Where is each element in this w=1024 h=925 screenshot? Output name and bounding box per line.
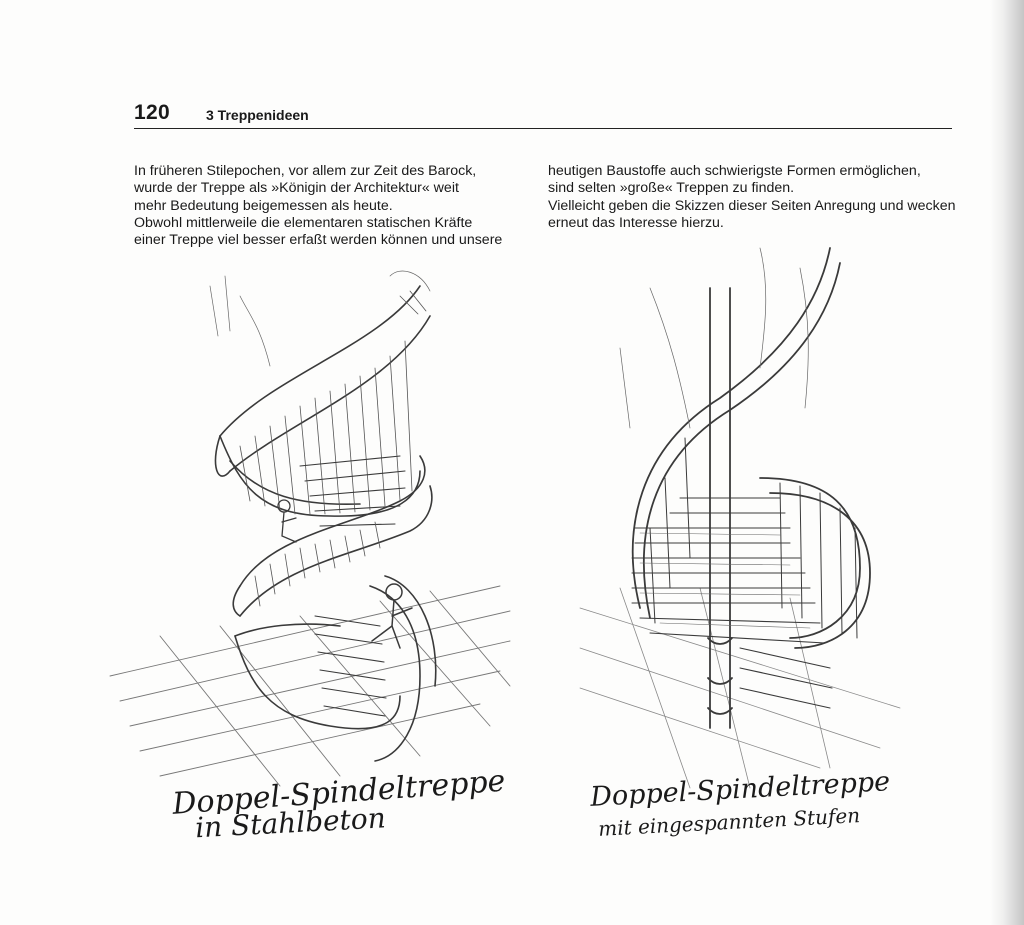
svg-text:mit eingespannten Stufen: mit eingespannten Stufen — [598, 803, 861, 838]
page-header: 120 3 Treppenideen — [134, 100, 952, 130]
page-number: 120 — [134, 101, 170, 124]
svg-text:in Stahlbeton: in Stahlbeton — [194, 801, 386, 840]
upper-band-shading — [239, 290, 427, 515]
caption-left-line2: in Stahlbeton — [194, 801, 386, 840]
caption-right-line1: Doppel-Spindeltreppe — [590, 768, 890, 808]
paragraph-left: In früheren Stilepochen, vor allem zur Z… — [134, 163, 503, 249]
tread-shading — [639, 532, 811, 629]
chapter-title: 3 Treppenideen — [206, 107, 309, 123]
caption-right-line2: mit eingespannten Stufen — [598, 803, 861, 838]
text-column-left: In früheren Stilepochen, vor allem zur Z… — [134, 163, 514, 249]
paragraph-right: heutigen Baustoffe auch schwierigste For… — [548, 163, 956, 231]
upper-stair-band — [214, 285, 431, 517]
floor-grid — [109, 585, 511, 787]
lower-stair-band — [234, 575, 437, 762]
middle-treads — [299, 455, 406, 527]
header-rule — [134, 128, 952, 129]
sketch-cantilever-spiral-stair — [579, 247, 901, 789]
figure-lower — [371, 583, 413, 649]
cantilever-treads — [631, 497, 833, 709]
sketch-scribble-top — [619, 247, 809, 429]
central-spindle — [707, 287, 733, 729]
middle-band-shading — [254, 521, 381, 607]
lower-treads — [314, 615, 387, 717]
sketch-scribble-top — [209, 270, 431, 367]
outer-handrail — [631, 247, 871, 649]
text-column-right: heutigen Baustoffe auch schwierigste For… — [548, 163, 968, 232]
figure-upper — [277, 499, 297, 543]
balusters — [649, 437, 858, 639]
caption-left-line1: Doppel-Spindeltreppe — [172, 770, 506, 814]
sketch-concrete-spiral-stair — [109, 270, 511, 787]
page-spine-shadow — [990, 0, 1024, 925]
